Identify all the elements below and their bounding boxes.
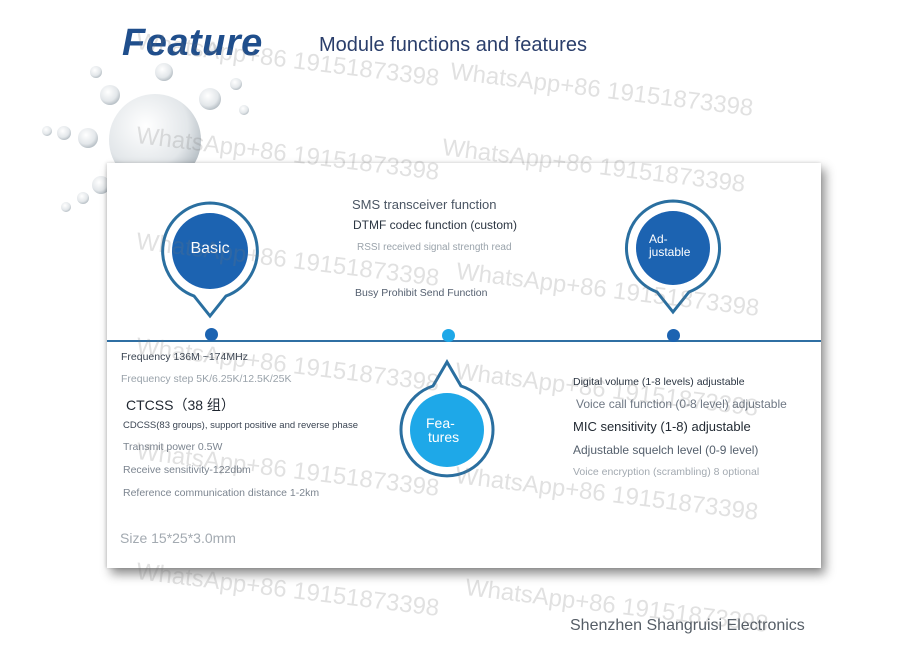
- badge-adjustable-label: Ad- justable: [649, 233, 690, 259]
- bubble: [78, 128, 98, 148]
- bubble: [61, 202, 71, 212]
- feature-rssi: RSSI received signal strength read: [357, 242, 512, 253]
- spec-receive-sensitivity: Receive sensitivity-122dbm: [123, 464, 251, 476]
- bubble: [230, 78, 242, 90]
- spec-mic-sensitivity: MIC sensitivity (1-8) adjustable: [573, 419, 751, 434]
- spec-ctcss: CTCSS（38 组）: [126, 397, 235, 413]
- timeline-dot-basic: [205, 328, 218, 341]
- spec-squelch: Adjustable squelch level (0-9 level): [573, 443, 759, 457]
- badge-basic-label: Basic: [190, 240, 230, 257]
- bubble: [90, 66, 102, 78]
- timeline-line: [107, 340, 821, 342]
- feature-sms: SMS transceiver function: [352, 197, 497, 212]
- feature-dtmf: DTMF codec function (custom): [353, 218, 518, 232]
- spec-transmit-power: Transmit power 0.5W: [123, 441, 223, 453]
- spec-size: Size 15*25*3.0mm: [120, 530, 236, 546]
- page-subtitle: Module functions and features: [319, 34, 587, 56]
- badge-features-line1: Fea-: [426, 415, 455, 431]
- spec-frequency-step: Frequency step 5K/6.25K/12.5K/25K: [121, 373, 292, 385]
- bubble: [92, 176, 110, 194]
- feature-busy-prohibit: Busy Prohibit Send Function: [355, 287, 488, 299]
- spec-distance: Reference communication distance 1-2km: [123, 487, 320, 499]
- spec-frequency: Frequency 136M ~174MHz: [121, 351, 248, 363]
- adjustable-pin: [625, 199, 721, 315]
- features-pin: [399, 359, 495, 478]
- badge-features-line2: tures: [428, 429, 460, 445]
- timeline-dot-features: [442, 329, 455, 342]
- badge-features-label: Fea- tures: [426, 416, 459, 444]
- page-title: Feature: [122, 22, 263, 64]
- bubble: [42, 126, 52, 136]
- badge-adjustable-line2: justable: [649, 245, 691, 259]
- spec-voice-encryption: Voice encryption (scrambling) 8 optional: [573, 466, 760, 478]
- spec-cdcss: CDCSS(83 groups), support positive and r…: [123, 420, 358, 431]
- company-name: Shenzhen Shangruisi Electronics: [570, 617, 805, 634]
- spec-digital-volume: Digital volume (1-8 levels) adjustable: [573, 376, 745, 388]
- bubble: [57, 126, 71, 140]
- bubble: [155, 63, 173, 81]
- timeline-dot-adjustable: [667, 329, 680, 342]
- bubble: [77, 192, 89, 204]
- bubble: [100, 85, 120, 105]
- badge-adjustable-line1: Ad-: [649, 232, 668, 246]
- bubble: [239, 105, 249, 115]
- bubble: [199, 88, 221, 110]
- spec-voice-call: Voice call function (0-8 level) adjustab…: [576, 397, 787, 411]
- bubble: [207, 43, 217, 53]
- basic-pin: [161, 201, 259, 319]
